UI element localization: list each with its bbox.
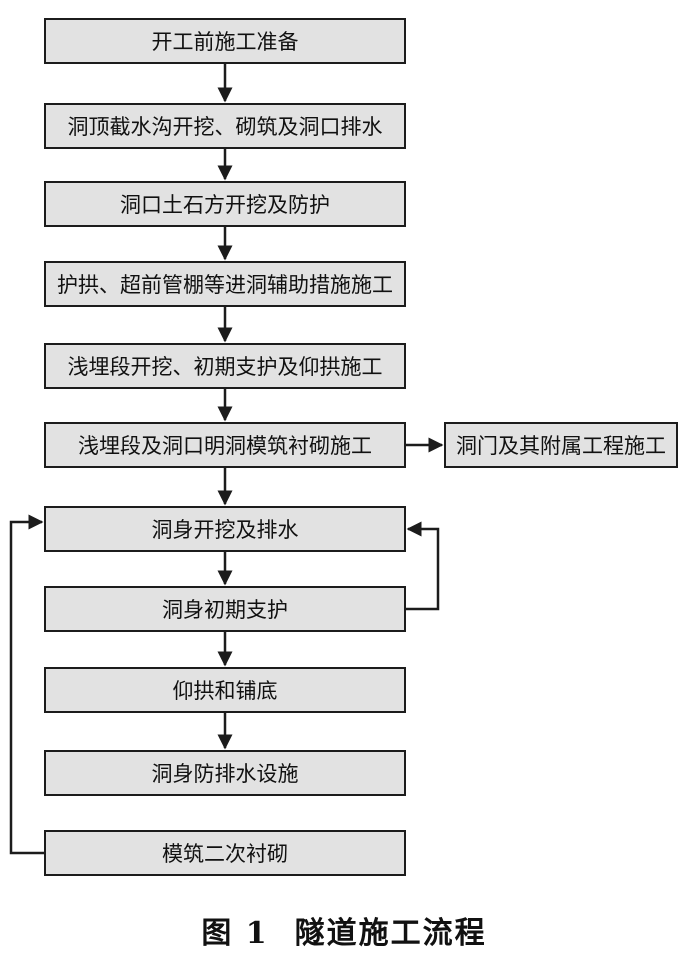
- step-5-box: 浅埋段开挖、初期支护及仰拱施工: [44, 343, 406, 389]
- loop-arrow-8-to-7: [406, 521, 440, 611]
- step-1-box: 开工前施工准备: [44, 18, 406, 64]
- step-8-box: 洞身初期支护: [44, 586, 406, 632]
- step-9-box: 仰拱和铺底: [44, 667, 406, 713]
- step-7-box: 洞身开挖及排水: [44, 506, 406, 552]
- figure-caption: 图 1 隧道施工流程: [0, 908, 688, 952]
- loop-arrow-11-to-7: [9, 514, 44, 855]
- step-3-box: 洞口土石方开挖及防护: [44, 181, 406, 227]
- step-6-box: 浅埋段及洞口明洞模筑衬砌施工: [44, 422, 406, 468]
- figure-number: 图 1: [201, 916, 269, 951]
- figure-title: 隧道施工流程: [294, 916, 487, 951]
- step-4-box: 护拱、超前管棚等进洞辅助措施施工: [44, 261, 406, 307]
- side-step-box: 洞门及其附属工程施工: [444, 422, 678, 468]
- step-10-box: 洞身防排水设施: [44, 750, 406, 796]
- step-2-box: 洞顶截水沟开挖、砌筑及洞口排水: [44, 103, 406, 149]
- step-11-box: 模筑二次衬砌: [44, 830, 406, 876]
